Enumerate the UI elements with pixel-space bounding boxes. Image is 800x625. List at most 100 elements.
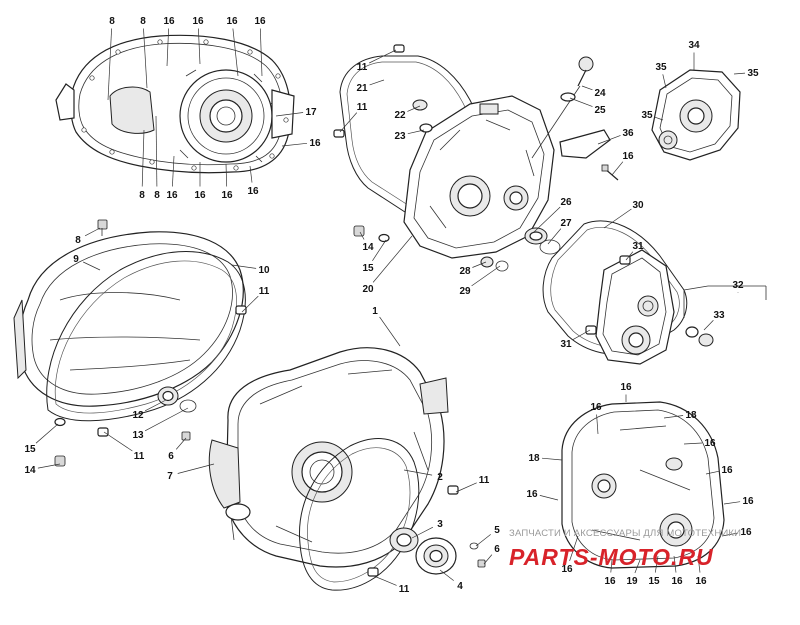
leader-line xyxy=(581,85,593,91)
main-case-1 xyxy=(208,347,449,568)
leader-line xyxy=(539,495,559,501)
leader-line xyxy=(37,463,61,469)
leader-line xyxy=(177,463,215,474)
leader-line xyxy=(143,28,148,89)
callout-label: 16 xyxy=(622,151,634,162)
gasket-2 xyxy=(298,438,420,591)
housing-20 xyxy=(403,95,555,259)
callout-label: 36 xyxy=(622,128,634,139)
callout-label: 30 xyxy=(632,200,644,211)
callout-label: 6 xyxy=(494,544,500,555)
watermark: ЗАПЧАСТИ И АКСЕССУАРЫ ДЛЯ МОТОТЕХНИКИ PA… xyxy=(509,528,741,570)
leader-line xyxy=(597,135,621,145)
callout-label: 11 xyxy=(479,475,490,486)
gasket-10 xyxy=(46,251,246,422)
leader-line xyxy=(259,28,263,77)
leader-line xyxy=(654,116,664,121)
callout-label: 4 xyxy=(457,581,463,592)
callout-label: 16 xyxy=(254,16,266,27)
leader-line xyxy=(596,414,599,435)
leader-line xyxy=(634,559,641,574)
callout-label: 35 xyxy=(655,62,667,73)
callout-label: 16 xyxy=(620,382,632,393)
watermark-tagline: ЗАПЧАСТИ И АКСЕССУАРЫ ДЛЯ МОТОТЕХНИКИ xyxy=(509,528,741,539)
callout-label: 11 xyxy=(259,286,270,297)
callout-label: 7 xyxy=(167,471,173,482)
leader-line xyxy=(673,555,677,573)
callout-label: 16 xyxy=(671,576,683,587)
bolt-hole xyxy=(269,153,275,159)
leader-line xyxy=(610,559,613,573)
leader-line xyxy=(275,112,304,117)
leader-line xyxy=(372,239,387,261)
leader-line xyxy=(662,74,667,89)
leader-line xyxy=(141,129,145,187)
leader-line xyxy=(721,532,739,537)
callout-label: 8 xyxy=(75,235,81,246)
bolt-hole xyxy=(203,39,209,45)
leader-line xyxy=(472,261,487,268)
callout-label: 15 xyxy=(648,576,660,587)
callout-label: 16 xyxy=(163,16,175,27)
callout-label: 16 xyxy=(221,190,233,201)
callout-label: 2 xyxy=(437,472,443,483)
leader-line xyxy=(407,105,421,112)
callout-label: 14 xyxy=(362,242,374,253)
bolt-hole xyxy=(89,75,95,81)
leader-line xyxy=(241,295,259,313)
leader-line xyxy=(483,554,493,565)
leader-line xyxy=(144,407,189,432)
bolt-hole xyxy=(191,165,197,171)
callout-label: 12 xyxy=(132,410,144,421)
callout-label: 8 xyxy=(140,16,146,27)
leader-line xyxy=(603,208,632,229)
leader-line xyxy=(231,264,257,269)
callout-label: 21 xyxy=(356,83,368,94)
outer-cover-9 xyxy=(13,231,244,407)
leader-line xyxy=(281,142,308,147)
callout-label: 16 xyxy=(247,186,259,197)
callout-label: 32 xyxy=(732,280,744,291)
callout-label: 33 xyxy=(713,310,725,321)
leader-line xyxy=(683,442,703,445)
housing-32 xyxy=(595,249,675,365)
outer-cover-top xyxy=(55,34,295,174)
small-parts-bottom-middle xyxy=(181,431,486,577)
leader-line xyxy=(407,129,425,135)
leader-line xyxy=(369,79,385,86)
leader-line xyxy=(411,526,434,539)
leader-line xyxy=(225,163,228,187)
bolt-hole xyxy=(115,49,121,55)
leader-line xyxy=(611,161,624,176)
callout-label: 18 xyxy=(685,410,697,421)
cover-34 xyxy=(651,69,741,161)
leader-lines xyxy=(35,28,746,586)
leader-line xyxy=(369,49,397,64)
callout-label: 35 xyxy=(641,110,653,121)
callout-label: 16 xyxy=(226,16,238,27)
leader-line xyxy=(471,265,501,287)
callout-label: 16 xyxy=(561,564,573,575)
callout-label: 22 xyxy=(394,110,406,121)
callout-label: 13 xyxy=(132,430,144,441)
callout-label: 8 xyxy=(154,190,160,201)
leader-line xyxy=(372,235,413,283)
callout-label: 10 xyxy=(258,265,270,276)
callout-label: 16 xyxy=(704,438,716,449)
leader-line xyxy=(654,555,659,573)
callout-label: 15 xyxy=(24,444,36,455)
leader-line xyxy=(723,501,741,505)
callout-label: 19 xyxy=(626,576,638,587)
bolt-hole xyxy=(109,149,115,155)
callout-label: 11 xyxy=(134,451,145,462)
callout-label: 15 xyxy=(362,263,374,274)
side-cover-bottom-right xyxy=(561,401,725,569)
callout-label: 16 xyxy=(695,576,707,587)
callout-label: 28 xyxy=(459,266,471,277)
callout-label: 16 xyxy=(166,190,178,201)
bolt-hole xyxy=(283,117,289,123)
callout-label: 25 xyxy=(594,105,606,116)
leader-line xyxy=(155,115,158,187)
leader-line xyxy=(455,482,477,493)
callout-label: 5 xyxy=(494,525,500,536)
